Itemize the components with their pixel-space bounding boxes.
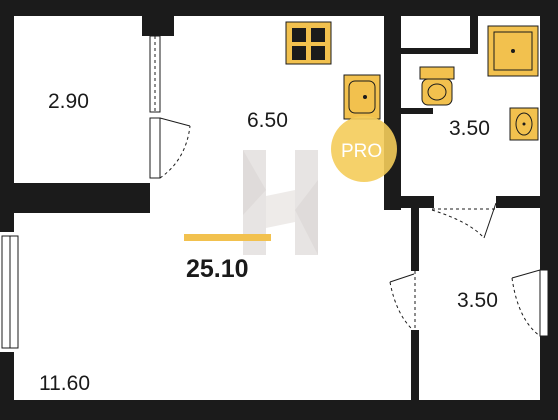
hall-door-right xyxy=(511,269,549,337)
room-area-kitchen: 6.50 xyxy=(247,109,288,132)
room-area-hall: 3.50 xyxy=(457,289,498,312)
pro-badge-label: PRO xyxy=(341,141,383,162)
stove-icon xyxy=(285,21,332,65)
accent-bar xyxy=(184,234,271,241)
window-left xyxy=(1,235,19,349)
toilet-icon xyxy=(419,66,455,106)
bathroom-sink-icon xyxy=(509,107,539,141)
h-logo-watermark-icon xyxy=(243,150,318,255)
shower-icon xyxy=(487,25,539,77)
room-area-bathroom: 3.50 xyxy=(449,117,490,140)
pro-badge-circle xyxy=(331,116,397,182)
closet-door xyxy=(149,35,191,179)
room-area-closet: 2.90 xyxy=(48,90,89,113)
total-area: 25.10 xyxy=(186,255,249,283)
kitchen-sink-icon xyxy=(343,74,381,120)
bathroom-door xyxy=(431,202,497,239)
hall-door-left xyxy=(389,271,416,331)
room-area-living: 11.60 xyxy=(39,372,90,395)
